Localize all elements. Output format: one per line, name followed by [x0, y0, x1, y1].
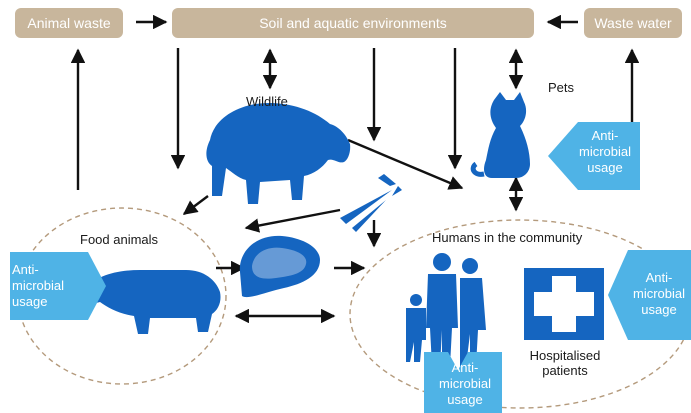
meat-steak-icon [240, 236, 320, 297]
hospitalised-line1: Hospitalised [522, 348, 608, 363]
waste-water-label: Waste water [594, 15, 671, 31]
family-icon [406, 253, 486, 366]
usage-text-hospital: Anti- microbial usage [628, 270, 690, 318]
usage-line2: microbial [430, 376, 500, 392]
usage-line1: Anti- [12, 262, 74, 278]
humans-community-label: Humans in the community [432, 230, 582, 245]
soil-aquatic-box: Soil and aquatic environments [172, 8, 534, 38]
usage-line3: usage [572, 160, 638, 176]
wildlife-label: Wildlife [246, 94, 288, 109]
arrow-crops-to-food-animals [246, 210, 340, 228]
pets-label: Pets [548, 80, 574, 95]
hospitalised-line2: patients [522, 363, 608, 378]
soil-aquatic-label: Soil and aquatic environments [259, 15, 447, 31]
usage-line1: Anti- [628, 270, 690, 286]
cat-icon [473, 92, 530, 178]
usage-line3: usage [628, 302, 690, 318]
usage-line1: Anti- [572, 128, 638, 144]
arrow-wildlife-to-food-animals [184, 196, 208, 214]
usage-text-pets: Anti- microbial usage [572, 128, 638, 176]
animal-waste-label: Animal waste [27, 15, 110, 31]
wild-boar-icon [206, 103, 350, 204]
usage-line1: Anti- [430, 360, 500, 376]
waste-water-box: Waste water [584, 8, 682, 38]
pig-icon [86, 270, 221, 334]
usage-line3: usage [430, 392, 500, 408]
animal-waste-box: Animal waste [15, 8, 123, 38]
hospital-cross-icon [524, 268, 604, 340]
usage-text-food-animals: Anti- microbial usage [12, 262, 74, 310]
hospitalised-patients-label: Hospitalised patients [522, 348, 608, 378]
usage-line2: microbial [628, 286, 690, 302]
usage-line2: microbial [572, 144, 638, 160]
usage-text-humans: Anti- microbial usage [430, 360, 500, 408]
food-animals-label: Food animals [80, 232, 158, 247]
usage-line2: microbial [12, 278, 74, 294]
usage-line3: usage [12, 294, 74, 310]
arrow-wildlife-to-humans [348, 140, 462, 188]
carrots-icon [340, 174, 402, 232]
